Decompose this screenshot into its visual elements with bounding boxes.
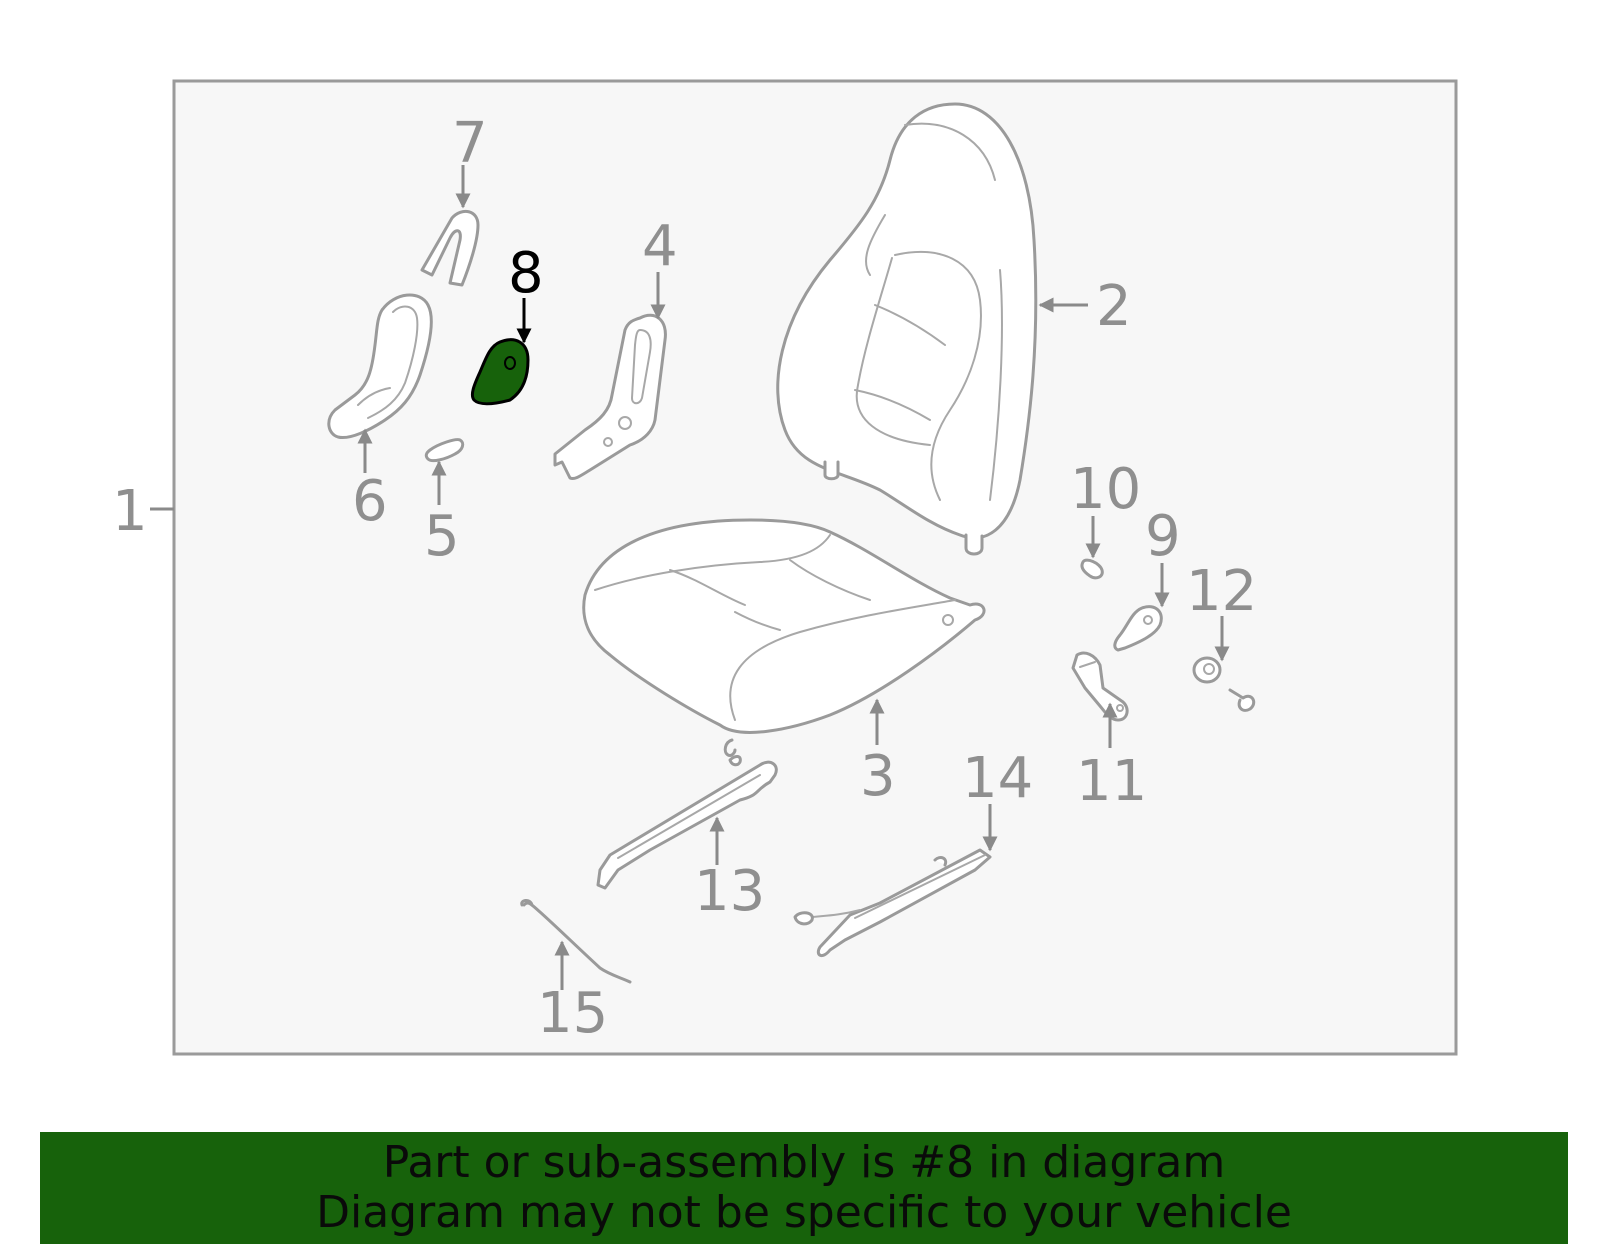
callout-9: 9: [1145, 504, 1181, 569]
callout-15: 15: [537, 981, 608, 1046]
part-9-lever[interactable]: [1113, 605, 1163, 652]
callout-8-highlighted: 8: [508, 241, 544, 306]
callout-13: 13: [694, 859, 765, 924]
part-8-highlighted[interactable]: [470, 338, 530, 406]
banner-line-disclaimer: Diagram may not be specific to your vehi…: [316, 1187, 1292, 1238]
callout-5: 5: [424, 504, 460, 569]
callout-7: 7: [452, 111, 488, 176]
part-7-bracket[interactable]: [420, 209, 480, 287]
part-2-seat-back[interactable]: [776, 102, 1038, 556]
callout-2: 2: [1096, 274, 1132, 339]
info-banner: Part or sub-assembly is #8 in diagram Di…: [40, 1132, 1568, 1244]
part-15-wire[interactable]: [520, 899, 632, 984]
part-4-seat-hinge[interactable]: [553, 313, 667, 480]
callout-4: 4: [642, 214, 678, 279]
callout-14: 14: [962, 746, 1033, 811]
part-14-outer-rail[interactable]: [793, 848, 992, 958]
callout-1: 1: [112, 479, 148, 544]
banner-line-part: Part or sub-assembly is #8 in diagram: [382, 1137, 1226, 1188]
part-3-seat-cushion[interactable]: [582, 518, 986, 734]
callout-10: 10: [1070, 457, 1141, 522]
callout-6: 6: [352, 469, 388, 534]
part-10-bushing[interactable]: [1080, 558, 1104, 580]
part-12-nut-screw[interactable]: [1192, 656, 1256, 712]
parts-diagram: 1 2 3 4 5 6 7 8 9 10 11 12 13 14 15: [112, 79, 1458, 1056]
part-5-cap[interactable]: [424, 438, 465, 463]
callout-11: 11: [1076, 749, 1147, 814]
callout-3: 3: [860, 744, 896, 809]
callout-12: 12: [1186, 559, 1257, 624]
